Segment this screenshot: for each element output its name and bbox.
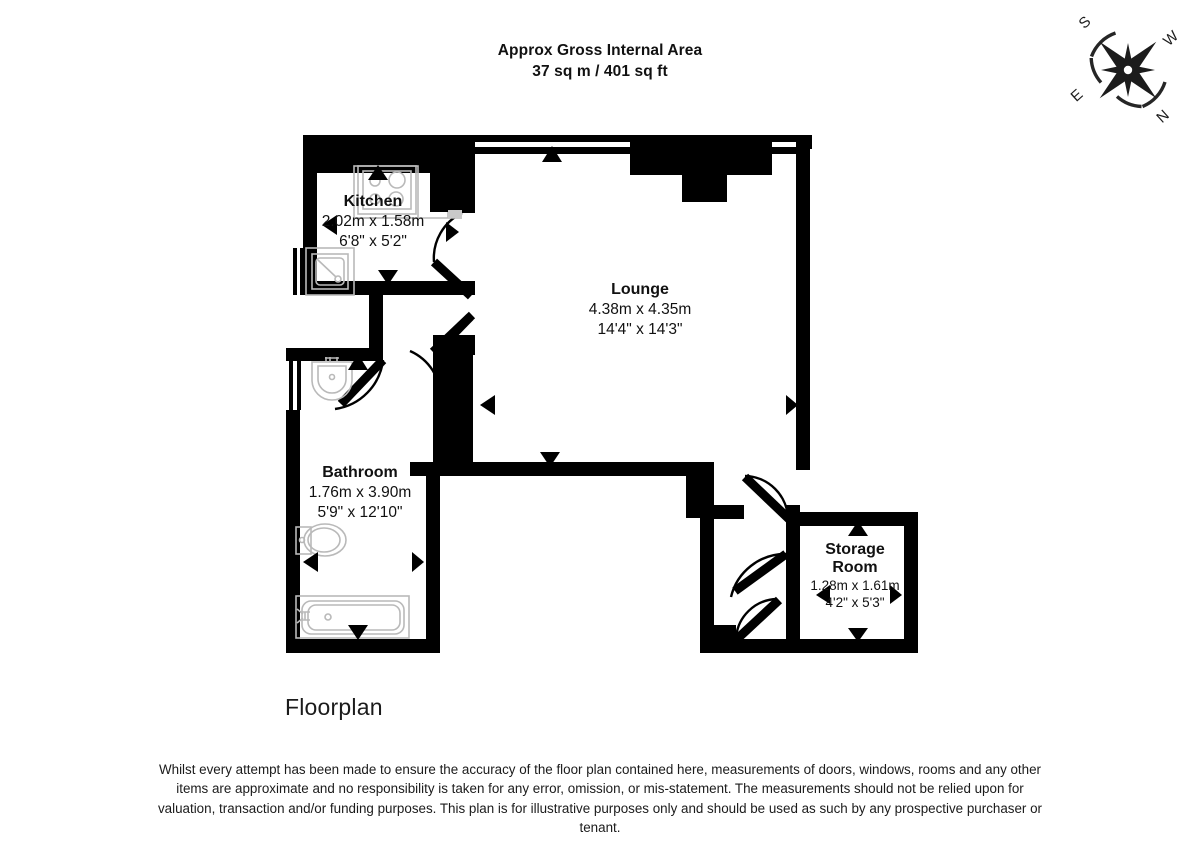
- dimension-arrows: [303, 146, 902, 642]
- floorplan-title: Floorplan: [285, 694, 383, 720]
- storage-dim-imperial: 4'2" x 5'3": [825, 595, 885, 610]
- arrow-right: [412, 552, 424, 572]
- room-label-kitchen: Kitchen 2.02m x 1.58m 6'8" x 5'2": [238, 192, 508, 251]
- gross-area-title: Approx Gross Internal Area: [497, 42, 703, 59]
- room-label-lounge: Lounge 4.38m x 4.35m 14'4" x 14'3": [505, 280, 775, 339]
- storage-dim-metric: 1.28m x 1.61m: [810, 578, 900, 593]
- wash-basin-fixture: [311, 357, 353, 401]
- arrow-right: [446, 222, 459, 242]
- arrow-left: [303, 552, 318, 572]
- toilet-fixture: [295, 523, 347, 557]
- room-label-bathroom: Bathroom 1.76m x 3.90m 5'9" x 12'10": [225, 463, 495, 522]
- bathroom-dim-imperial: 5'9" x 12'10": [317, 503, 403, 521]
- kitchen-name: Kitchen: [343, 193, 403, 210]
- arrow-up: [848, 521, 868, 536]
- arrow-right: [786, 395, 798, 415]
- compass-rose: S W E N: [1068, 8, 1188, 128]
- floorplan-drawing: [286, 135, 918, 653]
- door-swings: [334, 211, 793, 644]
- hob-fixture: [357, 165, 417, 215]
- room-label-storage: Storage Room 1.28m x 1.61m 4'2" x 5'3": [790, 541, 920, 611]
- walls: [286, 135, 918, 653]
- disclaimer-text: Whilst every attempt has been made to en…: [157, 762, 1043, 836]
- arrow-down: [540, 452, 560, 467]
- bathroom-dim-metric: 1.76m x 3.90m: [308, 484, 412, 501]
- storage-name-line2: Room: [832, 559, 878, 576]
- bathtub-fixture: [295, 595, 410, 639]
- gross-area-value: 37 sq m / 401 sq ft: [532, 63, 668, 80]
- arrow-left: [322, 215, 337, 235]
- arrow-right: [890, 585, 902, 604]
- lounge-name: Lounge: [611, 281, 669, 298]
- bathroom-name: Bathroom: [322, 464, 398, 481]
- lounge-dim-imperial: 14'4" x 14'3": [597, 320, 683, 338]
- kitchen-dim-metric: 2.02m x 1.58m: [321, 213, 425, 230]
- arrow-left: [480, 395, 495, 415]
- arrow-left: [816, 585, 830, 604]
- kitchen-dim-imperial: 6'8" x 5'2": [339, 232, 407, 250]
- sink-fixture: [305, 247, 355, 296]
- arrow-up: [368, 165, 388, 180]
- arrow-up: [542, 146, 562, 162]
- storage-name-line1: Storage: [825, 541, 885, 558]
- arrow-up: [348, 354, 368, 370]
- arrow-down: [348, 625, 368, 640]
- arrow-down: [378, 270, 398, 285]
- fixtures: [295, 165, 462, 639]
- lounge-dim-metric: 4.38m x 4.35m: [588, 301, 692, 318]
- arrow-down: [848, 628, 868, 642]
- gross-internal-area-header: Approx Gross Internal Area 37 sq m / 401…: [0, 40, 1200, 82]
